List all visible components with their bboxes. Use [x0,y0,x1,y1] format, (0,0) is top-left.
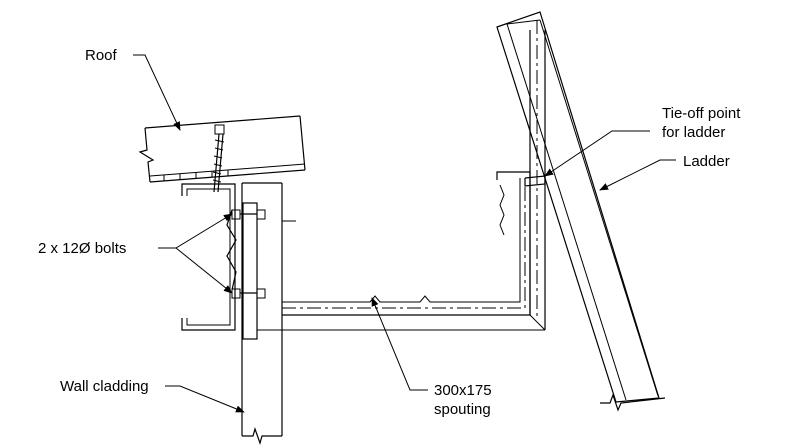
wall-cladding [241,182,283,445]
label-spouting-line1: 300x175 [434,382,492,399]
roof-section [138,115,306,183]
label-bolts: 2 x 12Ø bolts [38,240,126,257]
label-tie-off-line1: Tie-off point [662,105,741,122]
label-wall-cladding: Wall cladding [60,378,149,395]
ladder [496,11,666,412]
label-tie-off-line2: for ladder [662,124,725,141]
bolt-assembly [226,202,266,340]
label-roof: Roof [85,47,118,64]
leaders [133,54,676,413]
label-spouting-line2: spouting [434,401,491,418]
purlin [181,183,236,331]
label-ladder: Ladder [683,153,730,170]
roof-screw [212,124,225,193]
spouting [257,171,546,331]
